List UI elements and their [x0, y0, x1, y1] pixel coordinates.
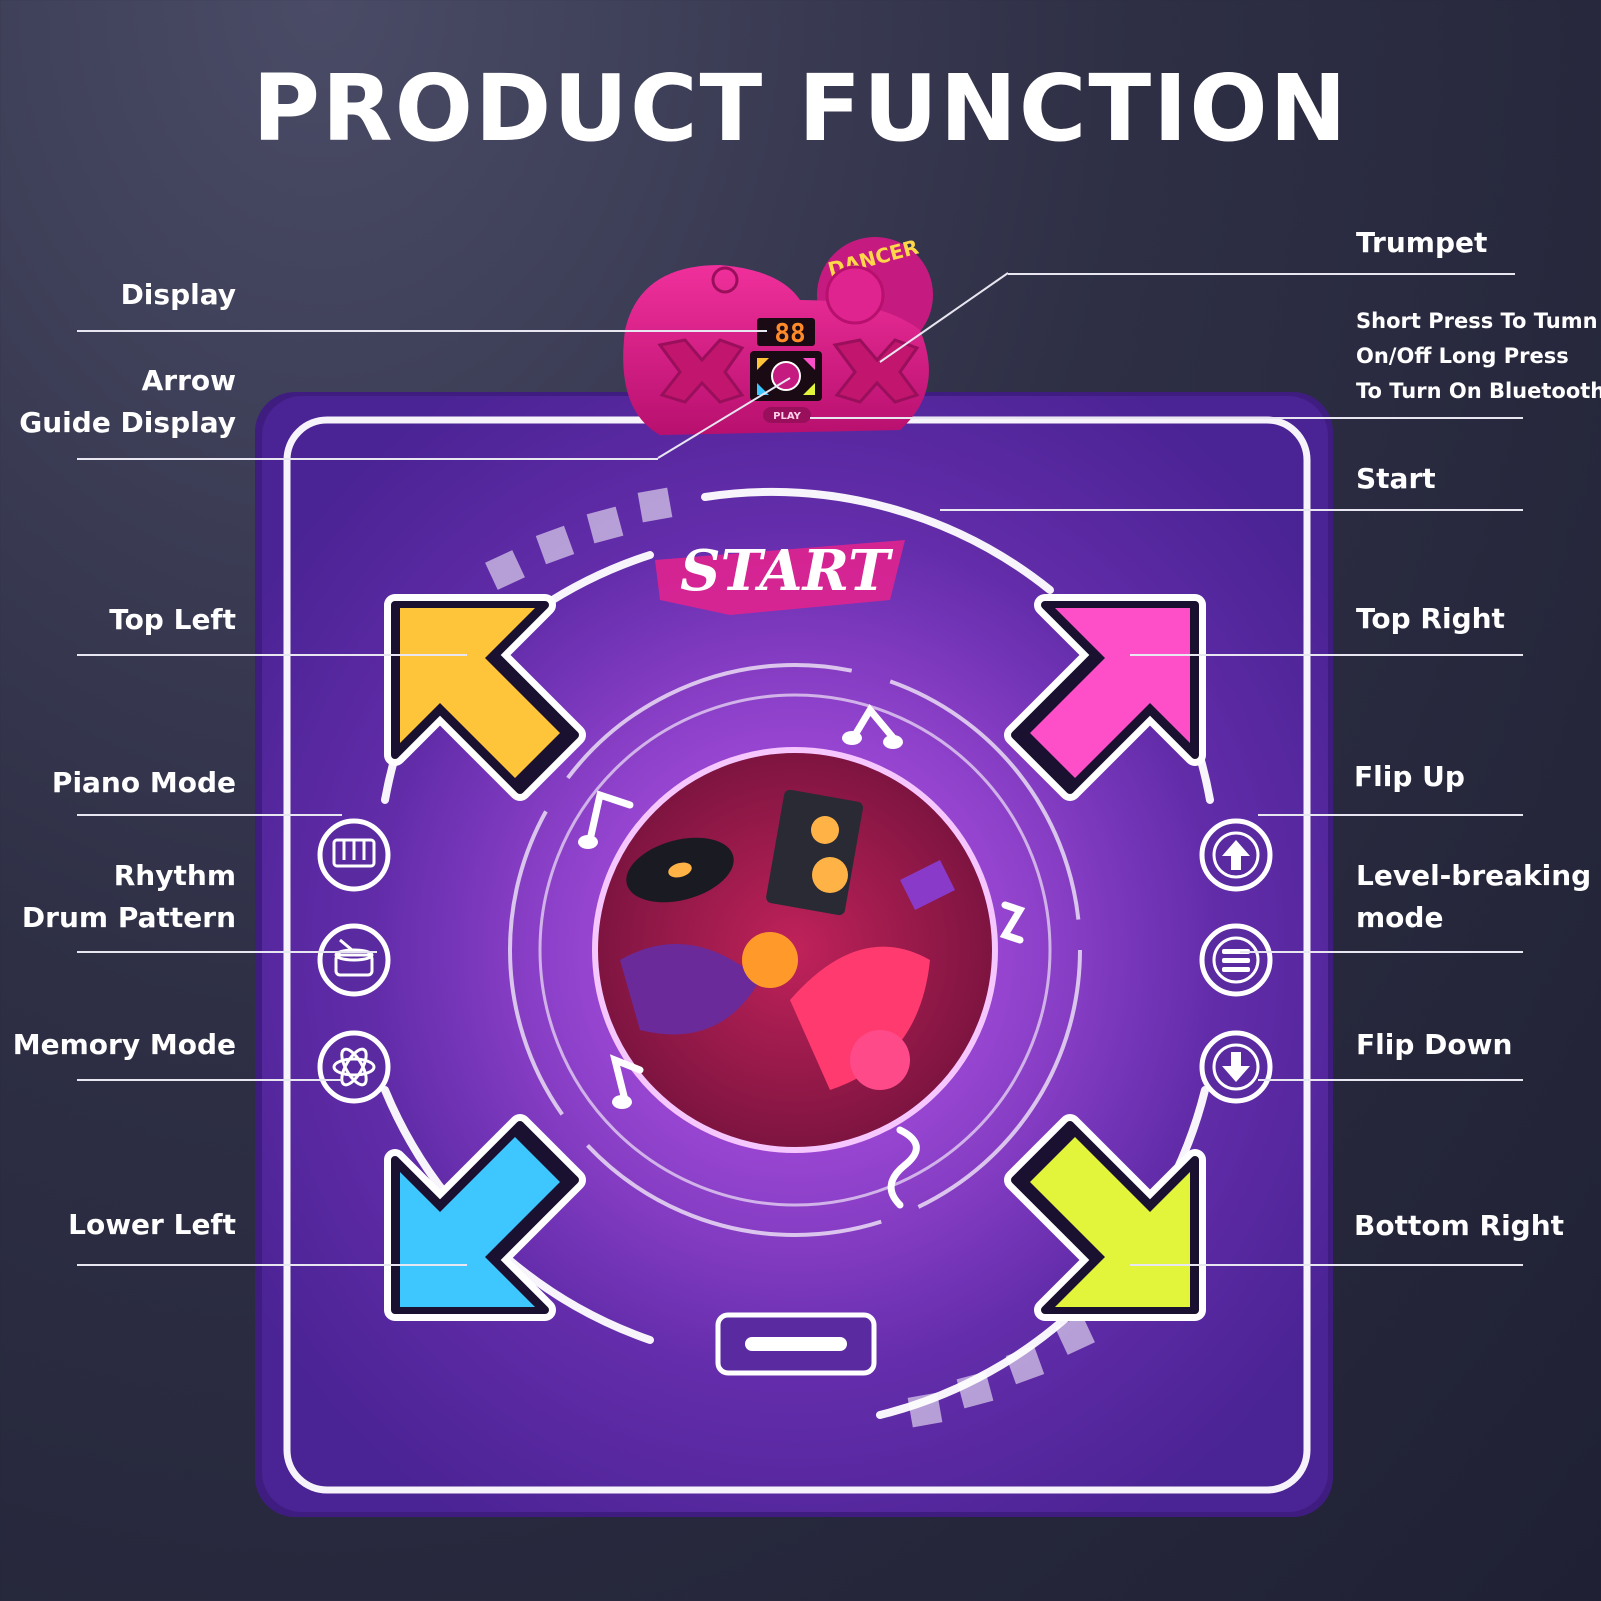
callout-line-top-left: [77, 654, 467, 656]
level-breaking-button[interactable]: [1199, 923, 1273, 997]
start-graffiti: START: [655, 538, 905, 615]
label-display: Display: [120, 278, 236, 311]
label-top-left: Top Left: [109, 603, 236, 636]
bottom-minus-pad[interactable]: [715, 1312, 877, 1376]
label-level-1: Level-breaking: [1356, 859, 1592, 892]
arrow-up-icon: [1212, 831, 1260, 879]
label-short-press-3: To Turn On Bluetooth: [1356, 379, 1601, 403]
arrow-top-right[interactable]: [1004, 594, 1206, 801]
ring-dashes: [485, 487, 1095, 1428]
callout-line-level: [1240, 951, 1523, 953]
callout-line-memory: [77, 1079, 342, 1081]
label-flip-down: Flip Down: [1356, 1028, 1513, 1061]
callout-line-start: [940, 509, 1523, 511]
memory-mode-button[interactable]: [317, 1030, 391, 1104]
center-graffiti-art: [620, 789, 955, 1090]
music-notes: [586, 703, 1026, 1209]
label-rhythm-1: Rhythm: [113, 859, 236, 892]
label-arrow-guide-2: Guide Display: [19, 406, 236, 439]
play-label: PLAY: [773, 411, 801, 422]
callout-line-power: [810, 417, 1523, 419]
inner-rings: [508, 663, 1082, 1237]
digit-display: [757, 318, 815, 346]
label-rhythm-2: Drum Pattern: [21, 901, 236, 934]
callout-line-rhythm: [77, 951, 377, 953]
callout-line-flip-down: [1258, 1079, 1523, 1081]
arrow-down-icon: [1212, 1043, 1260, 1091]
flip-down-button[interactable]: [1199, 1030, 1273, 1104]
music-console: DANCER 88 PLAY: [623, 235, 933, 435]
callout-line-bottom-right: [1130, 1264, 1523, 1266]
label-level-2: mode: [1356, 901, 1444, 934]
arrow-top-left-fill: [400, 608, 560, 778]
callout-line-flip-up: [1258, 814, 1523, 816]
drum-icon: [334, 938, 374, 977]
arrow-top-left[interactable]: [384, 594, 586, 801]
label-trumpet: Trumpet: [1356, 226, 1488, 259]
start-text: START: [680, 538, 894, 604]
callout-line-arrow-guide: [77, 458, 658, 460]
label-lower-left: Lower Left: [68, 1208, 236, 1241]
label-short-press-1: Short Press To Tumn: [1356, 309, 1598, 333]
callout-line-display: [77, 330, 767, 332]
left-speaker: [657, 338, 745, 404]
rhythm-drum-button[interactable]: [317, 923, 391, 997]
label-start: Start: [1356, 462, 1436, 495]
callout-line-trumpet: [1008, 273, 1515, 275]
label-piano-mode: Piano Mode: [51, 766, 236, 799]
display-digits: 88: [774, 319, 805, 349]
callout-line-lower-left: [77, 1264, 467, 1266]
label-top-right: Top Right: [1356, 602, 1505, 635]
callout-line-piano: [77, 814, 342, 816]
play-button[interactable]: [763, 407, 811, 423]
arrow-bottom-right[interactable]: [1004, 1114, 1206, 1321]
label-flip-up: Flip Up: [1354, 760, 1465, 793]
piano-icon: [332, 838, 376, 868]
page-title: PRODUCT FUNCTION: [252, 55, 1349, 162]
label-arrow-guide-1: Arrow: [141, 364, 236, 397]
piano-mode-button[interactable]: [317, 818, 391, 892]
flip-up-button[interactable]: [1199, 818, 1273, 892]
label-memory-mode: Memory Mode: [12, 1028, 236, 1061]
callout-line-top-right: [1130, 654, 1523, 656]
label-short-press-2: On/Off Long Press: [1356, 344, 1569, 368]
trumpet-speaker[interactable]: [832, 338, 920, 404]
label-bottom-right: Bottom Right: [1354, 1209, 1565, 1242]
music-note-heads: [578, 731, 903, 1109]
memory-atom-icon: [332, 1047, 376, 1087]
callout-diagonals: [657, 272, 1009, 459]
arrow-top-right-fill: [1030, 608, 1190, 778]
